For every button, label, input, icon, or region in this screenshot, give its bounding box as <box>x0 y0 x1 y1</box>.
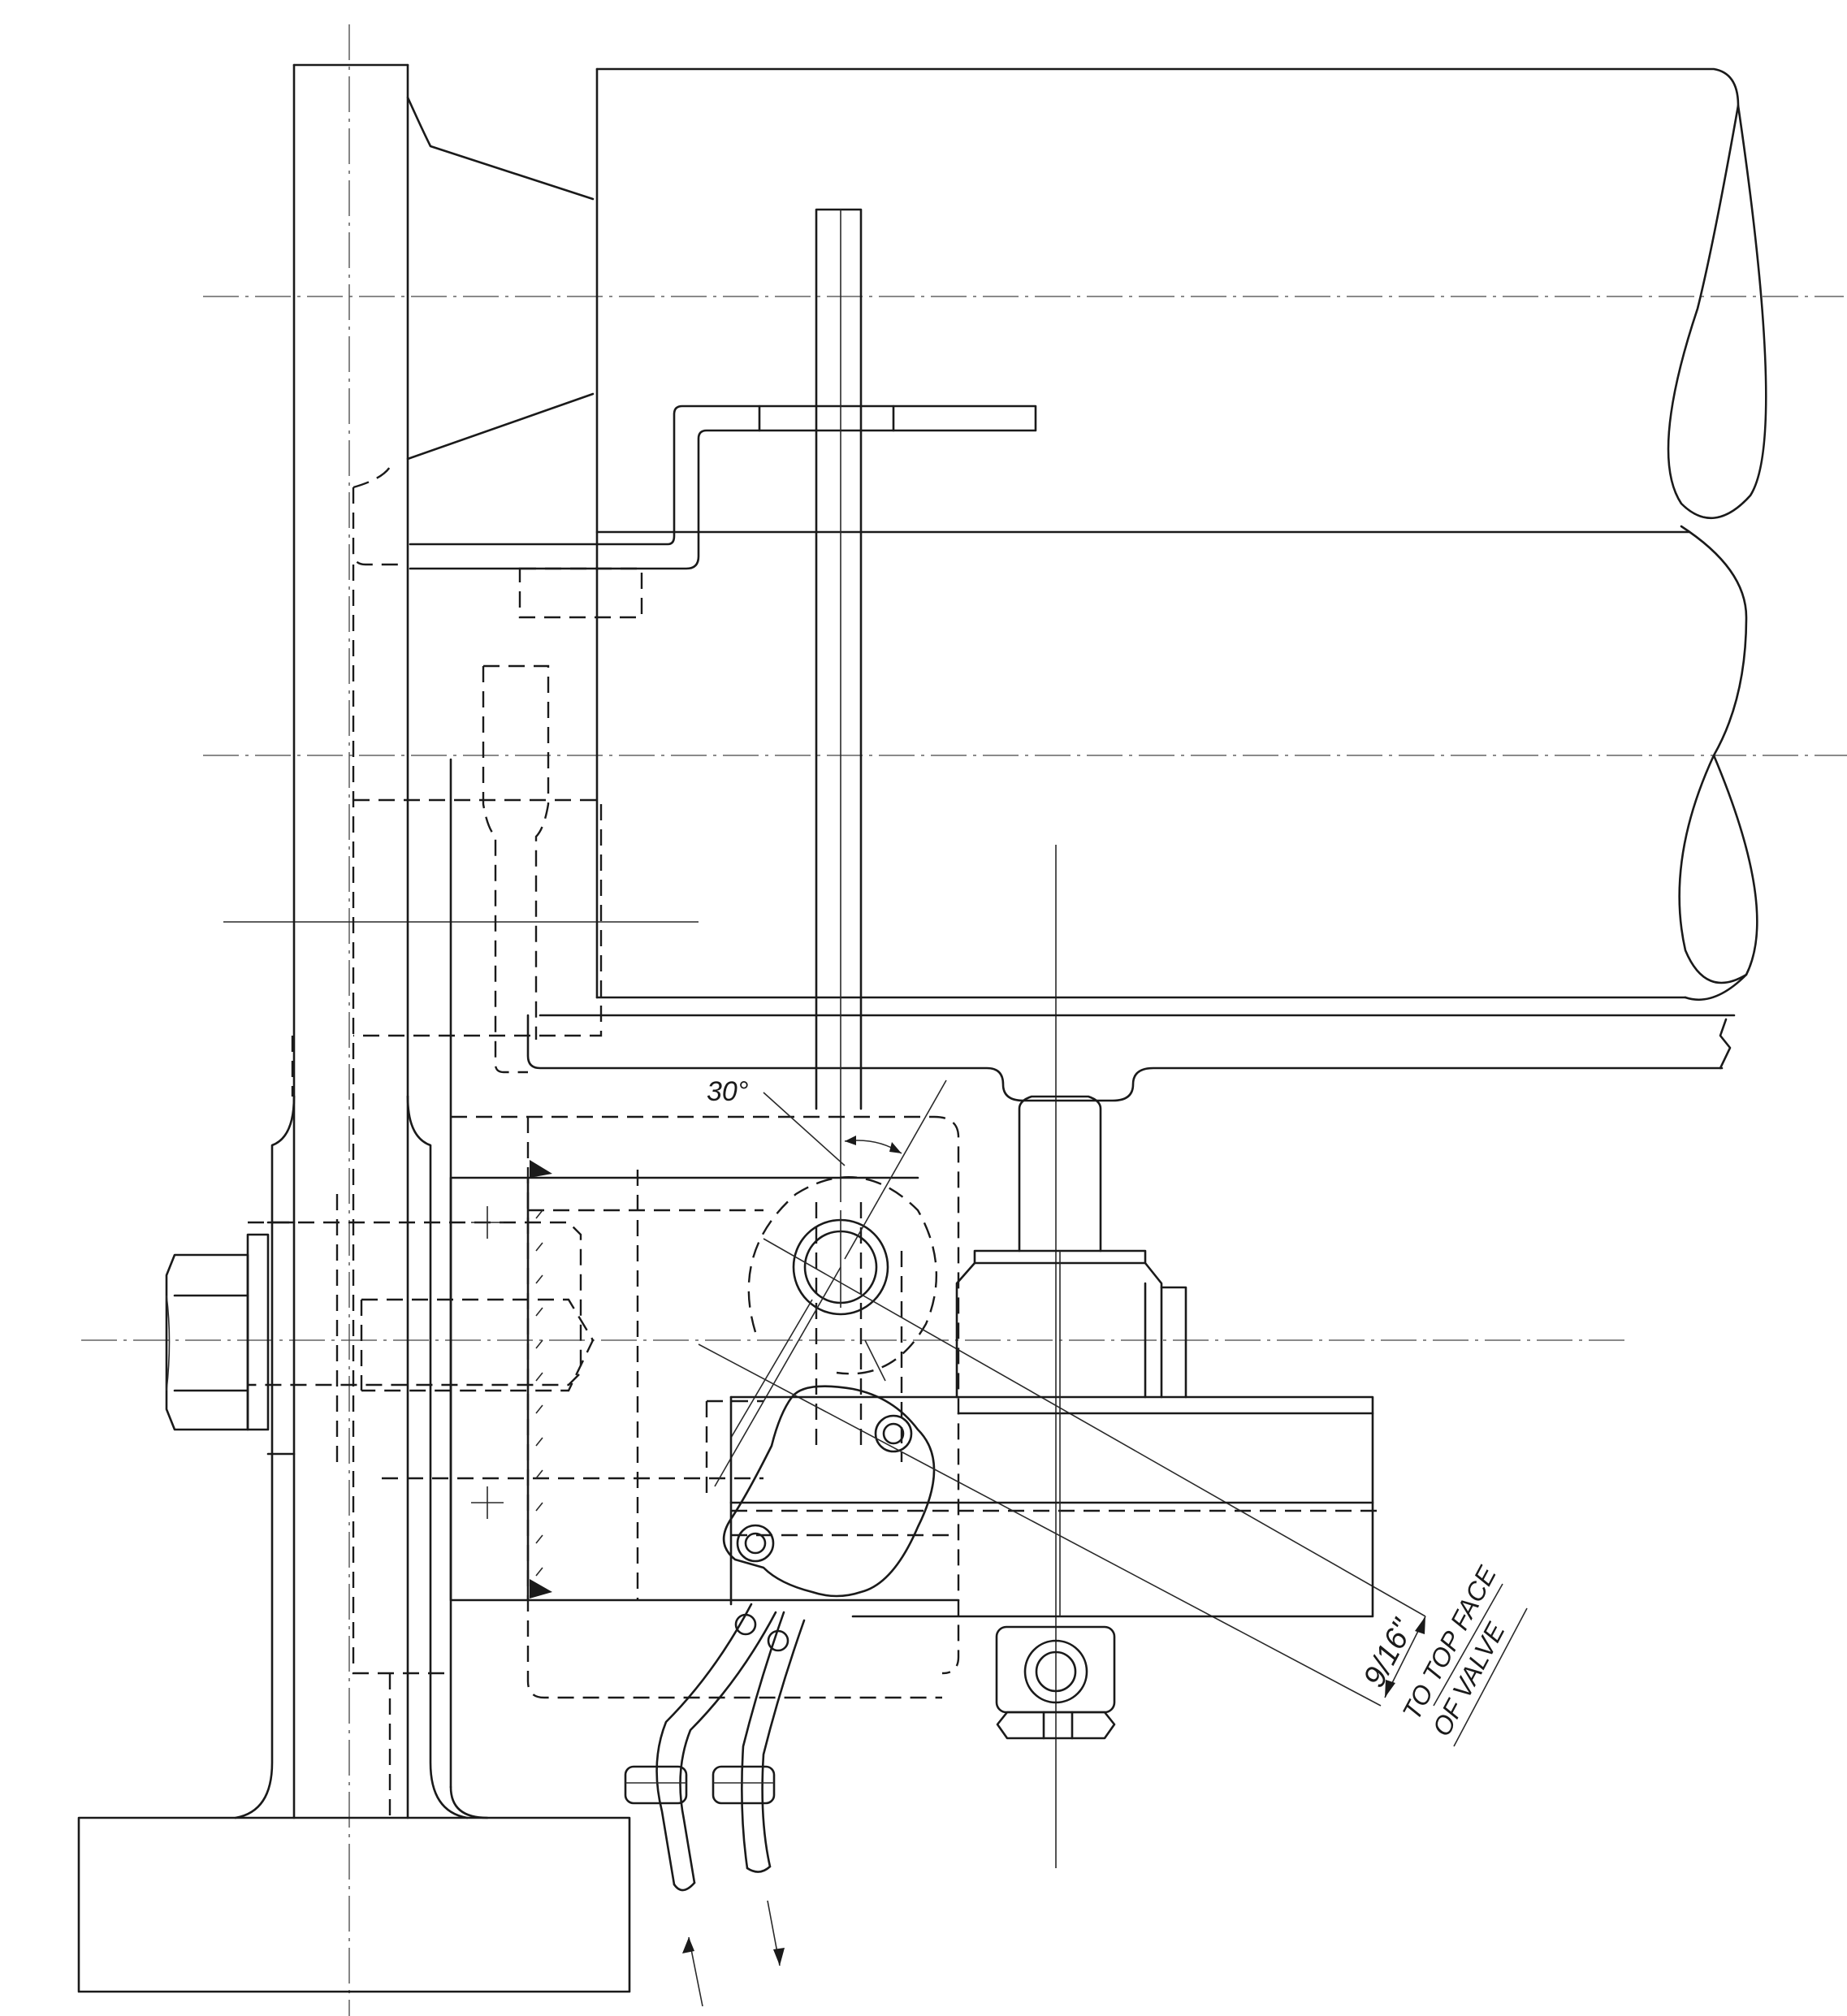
hex-bolt <box>165 1221 296 1456</box>
mounting-plate <box>449 1160 960 1602</box>
lock-nut <box>995 1625 1116 1740</box>
note-underline <box>1453 1607 1528 1747</box>
cam-lever <box>698 1079 1426 1707</box>
hidden-lines <box>248 466 1381 1818</box>
dimension-label: 9/16" <box>1357 1613 1421 1693</box>
valve-block <box>955 1095 1187 1616</box>
valve-arm <box>729 1395 1374 1618</box>
dimension-9-16 <box>1384 1583 1503 1707</box>
capillary-tubes <box>624 1603 806 2007</box>
valve-stem <box>815 208 863 1202</box>
center-lines <box>81 24 1847 2016</box>
base-foot <box>77 1816 631 1993</box>
z-bracket <box>409 404 1037 619</box>
valve-body <box>526 67 1767 1102</box>
angle-label: 30° <box>707 1076 748 1107</box>
support-column <box>234 63 595 1819</box>
